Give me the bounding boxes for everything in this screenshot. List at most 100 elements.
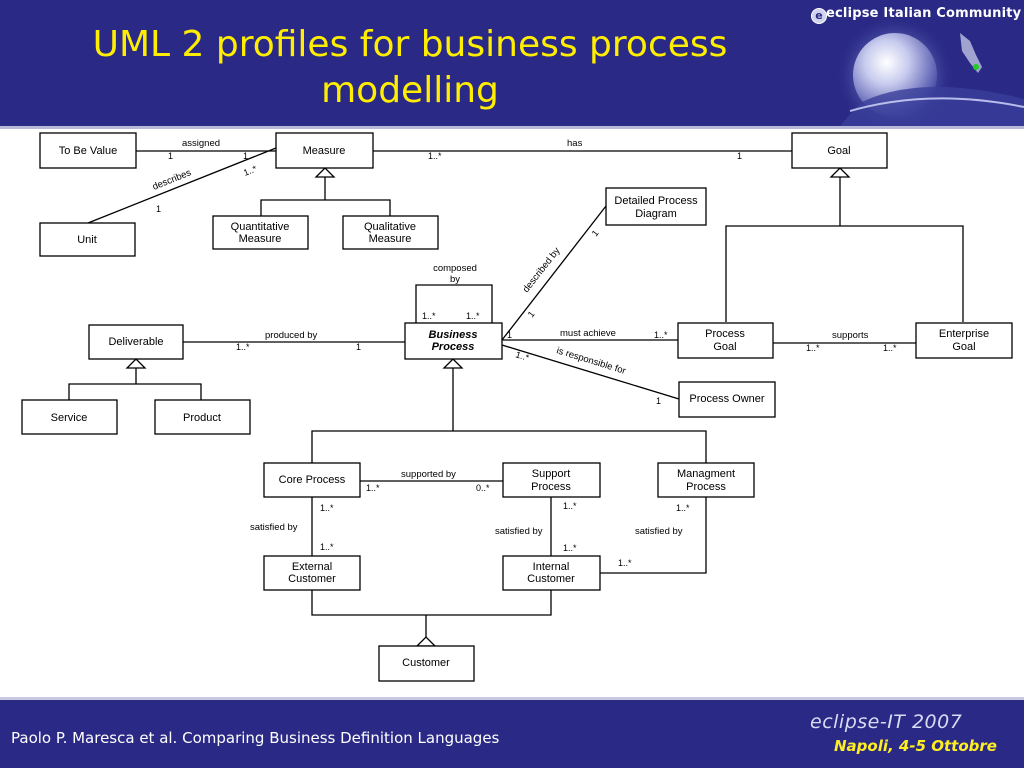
mult-19: 1..* — [366, 483, 380, 493]
class-deliverable-box — [88, 324, 184, 360]
header-divider — [0, 126, 1024, 129]
slide-header: e eclipse Italian Community UML 2 profil… — [0, 0, 1024, 126]
class-internal-customer-l1: Internal — [533, 561, 570, 573]
class-process-goal-box — [677, 322, 774, 359]
class-qualitative-measure-l1: Qualitative — [364, 221, 416, 233]
footer-divider — [0, 697, 1024, 700]
class-customer-box — [378, 645, 475, 682]
mult-12: 1 — [356, 342, 361, 352]
class-product-box — [154, 399, 251, 435]
mult-6: 1 — [737, 151, 742, 161]
assoc-assigned: assigned — [182, 138, 220, 149]
mult-25: 1..* — [676, 503, 690, 513]
class-to-be-value: To Be Value — [59, 145, 118, 157]
generalization-arrow-goal — [829, 167, 851, 178]
footer-citation: Paolo P. Maresca et al. Comparing Busine… — [11, 729, 500, 747]
mult-2: 1 — [243, 151, 248, 161]
slide-footer: Paolo P. Maresca et al. Comparing Busine… — [0, 700, 1024, 768]
mult-17: 1..* — [514, 349, 530, 363]
class-business-process-l2: Process — [432, 341, 475, 353]
class-process-goal-l1: Process — [705, 328, 745, 340]
mult-11: 1..* — [236, 342, 250, 352]
class-service: Service — [51, 412, 88, 424]
mult-18: 1 — [656, 396, 661, 406]
generalization-arrow-business-process — [442, 358, 464, 369]
event-date: Napoli, 4-5 Ottobre — [834, 737, 997, 755]
brand-text: eclipse Italian Community — [826, 6, 1022, 21]
mult-7: 1 — [590, 228, 601, 238]
mult-21: 1..* — [320, 503, 334, 513]
assoc-satisfied-by-1: satisfied by — [250, 522, 298, 533]
class-core-process: Core Process — [279, 474, 346, 486]
class-external-customer-box — [263, 555, 361, 591]
class-customer: Customer — [402, 657, 450, 669]
class-detailed-process-diagram-l2: Diagram — [635, 208, 677, 220]
class-quantitative-measure-l1: Quantitative — [231, 221, 290, 233]
uml-class-diagram: To Be Value Measure Goal Unit Quantitati… — [21, 132, 1013, 682]
class-internal-customer-l2: Customer — [527, 573, 575, 585]
assoc-must-achieve: must achieve — [560, 328, 616, 339]
class-detailed-process-diagram-l1: Detailed Process — [614, 195, 698, 207]
mult-23: 1..* — [563, 501, 577, 511]
mult-1: 1 — [168, 151, 173, 161]
mult-8: 1 — [526, 309, 537, 319]
class-business-process-box — [404, 322, 503, 360]
class-support-process-box — [502, 462, 601, 498]
generalization-arrow-measure — [314, 167, 336, 178]
class-goal: Goal — [827, 145, 850, 157]
eclipse-globe-graphic — [835, 15, 1024, 126]
class-quantitative-measure-box — [212, 215, 309, 250]
class-process-owner: Process Owner — [689, 393, 765, 405]
class-qualitative-measure-l2: Measure — [369, 233, 412, 245]
class-support-process-l1: Support — [532, 468, 571, 480]
class-managment-process-l1: Managment — [677, 468, 735, 480]
mult-10: 1..* — [466, 311, 480, 321]
class-internal-customer-box — [502, 555, 601, 591]
class-enterprise-goal-l2: Goal — [952, 341, 975, 353]
class-managment-process-l2: Process — [686, 481, 726, 493]
mult-15: 1..* — [806, 343, 820, 353]
class-to-be-value-box — [39, 132, 137, 169]
slide-title: UML 2 profiles for business process mode… — [92, 24, 728, 111]
class-goal-box — [791, 132, 888, 169]
class-external-customer-l1: External — [292, 561, 332, 573]
mult-24: 1..* — [563, 543, 577, 553]
generalization-arrow-customer — [415, 636, 437, 647]
class-unit: Unit — [77, 234, 97, 246]
class-process-goal-l2: Goal — [713, 341, 736, 353]
assoc-supports: supports — [832, 330, 869, 341]
assoc-has: has — [567, 138, 583, 149]
assoc-satisfied-by-3: satisfied by — [635, 526, 683, 537]
mult-3: 1..* — [242, 163, 259, 178]
class-external-customer-l2: Customer — [288, 573, 336, 585]
generalization-arrow-deliverable — [125, 358, 147, 369]
class-support-process-l2: Process — [531, 481, 571, 493]
class-detailed-process-diagram-box — [605, 187, 707, 226]
assoc-composed-by-l1: composed — [433, 263, 477, 274]
assoc-produced-by: produced by — [265, 330, 318, 341]
mult-9: 1..* — [422, 311, 436, 321]
class-measure: Measure — [303, 145, 346, 157]
class-product: Product — [183, 412, 221, 424]
mult-20: 0..* — [476, 483, 490, 493]
eclipse-logo-icon: e — [811, 8, 827, 24]
class-service-box — [21, 399, 118, 435]
mult-26: 1..* — [618, 558, 632, 568]
assoc-supported-by: supported by — [401, 469, 456, 480]
assoc-satisfied-by-2: satisfied by — [495, 526, 543, 537]
class-enterprise-goal-box — [915, 322, 1013, 359]
class-enterprise-goal-l1: Enterprise — [939, 328, 989, 340]
mult-5: 1..* — [428, 151, 442, 161]
class-deliverable: Deliverable — [108, 336, 163, 348]
mult-4: 1 — [156, 204, 161, 214]
class-business-process-l1: Business — [429, 329, 478, 341]
mult-16: 1..* — [883, 343, 897, 353]
class-measure-box — [275, 132, 374, 169]
event-name: eclipse-IT 2007 — [810, 711, 963, 733]
class-core-process-box — [263, 462, 361, 498]
class-qualitative-measure-box — [342, 215, 439, 250]
class-managment-process-box — [657, 462, 755, 498]
mult-14: 1..* — [654, 330, 668, 340]
class-quantitative-measure-l2: Measure — [239, 233, 282, 245]
mult-13: 1 — [507, 330, 512, 340]
